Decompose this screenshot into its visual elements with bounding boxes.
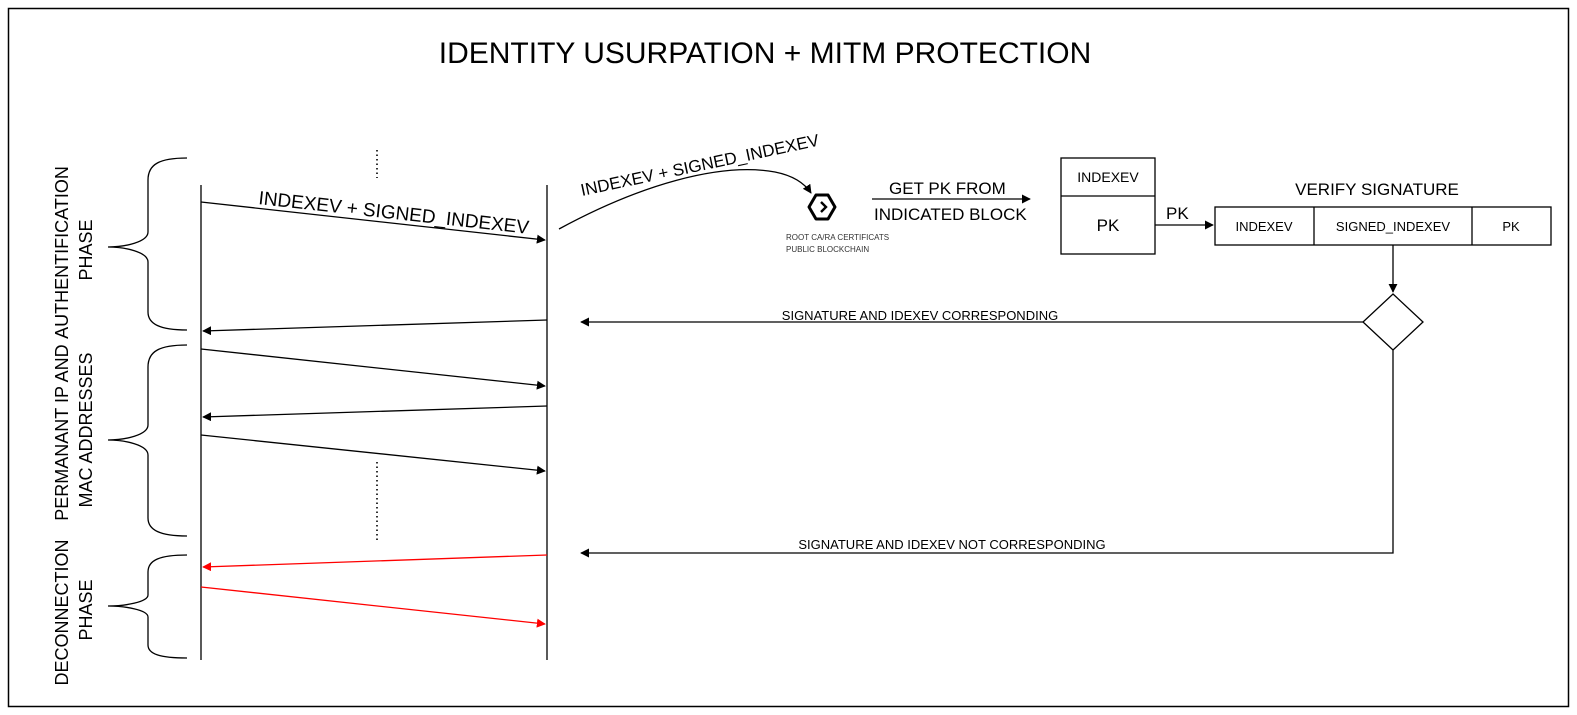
exchange-arrow-1 — [200, 348, 546, 390]
diagram-frame — [7, 7, 1570, 708]
pk-arrow-label: PK — [1166, 204, 1189, 223]
not-corresponding-label: SIGNATURE AND IDEXEV NOT CORRESPONDING — [798, 537, 1105, 552]
authentication-phase-label: AUTHENTIFICATION PHASE — [52, 161, 96, 339]
verify-cell-pk: PK — [1502, 219, 1520, 234]
verify-cell-signed-indexev: SIGNED_INDEXEV — [1336, 219, 1450, 234]
deconnection-arrow-2 — [200, 586, 546, 628]
diagram-title: IDENTITY USURPATION + MITM PROTECTION — [439, 37, 1092, 70]
verify-signature-label: VERIFY SIGNATURE — [1295, 180, 1459, 199]
authentication-brace — [107, 157, 188, 331]
verify-cell-indexev: INDEXEV — [1235, 219, 1292, 234]
block-box — [1060, 157, 1156, 255]
auth-request-arrow — [200, 201, 546, 244]
exchange-arrow-2 — [202, 405, 548, 422]
decision-diamond — [1362, 293, 1424, 351]
blockchain-logo-icon — [807, 193, 837, 221]
auth-response-arrow — [202, 319, 548, 336]
addresses-brace — [107, 344, 188, 537]
corresponding-label: SIGNATURE AND IDEXEV CORRESPONDING — [782, 308, 1058, 323]
addresses-phase-line2: MAC ADDRESSES — [76, 352, 96, 507]
addresses-phase-label: PERMANANT IP AND MAC ADDRESSES — [52, 339, 96, 520]
block-indexev-cell: INDEXEV — [1077, 169, 1139, 185]
authentication-phase-line2: PHASE — [76, 219, 96, 280]
verify-table — [1214, 206, 1552, 246]
authentication-phase-line1: AUTHENTIFICATION — [52, 166, 72, 339]
auth-request-label: INDEXEV + SIGNED_INDEXEV — [257, 188, 530, 239]
blockchain-caption-line1: ROOT CA/RA CERTIFICATS — [786, 233, 889, 242]
blockchain-caption-line2: PUBLIC BLOCKCHAIN — [786, 245, 869, 254]
deconnection-phase-line1: DECONNECTION — [52, 540, 72, 686]
forward-to-blockchain-arrow — [558, 169, 812, 230]
not-corresponding-arrow — [580, 350, 1394, 558]
forward-request-label: INDEXEV + SIGNED_INDEXEV — [579, 131, 822, 200]
deconnection-phase-label: DECONNECTION PHASE — [52, 534, 96, 685]
get-pk-label-line1: GET PK FROM — [889, 179, 1006, 198]
block-pk-cell: PK — [1097, 216, 1120, 235]
exchange-arrow-3 — [200, 434, 546, 475]
get-pk-label-line2: INDICATED BLOCK — [874, 205, 1027, 224]
deconnection-brace — [107, 554, 188, 659]
addresses-phase-line1: PERMANANT IP AND — [52, 344, 72, 520]
deconnection-phase-line2: PHASE — [76, 579, 96, 640]
deconnection-arrow-1 — [202, 554, 548, 572]
